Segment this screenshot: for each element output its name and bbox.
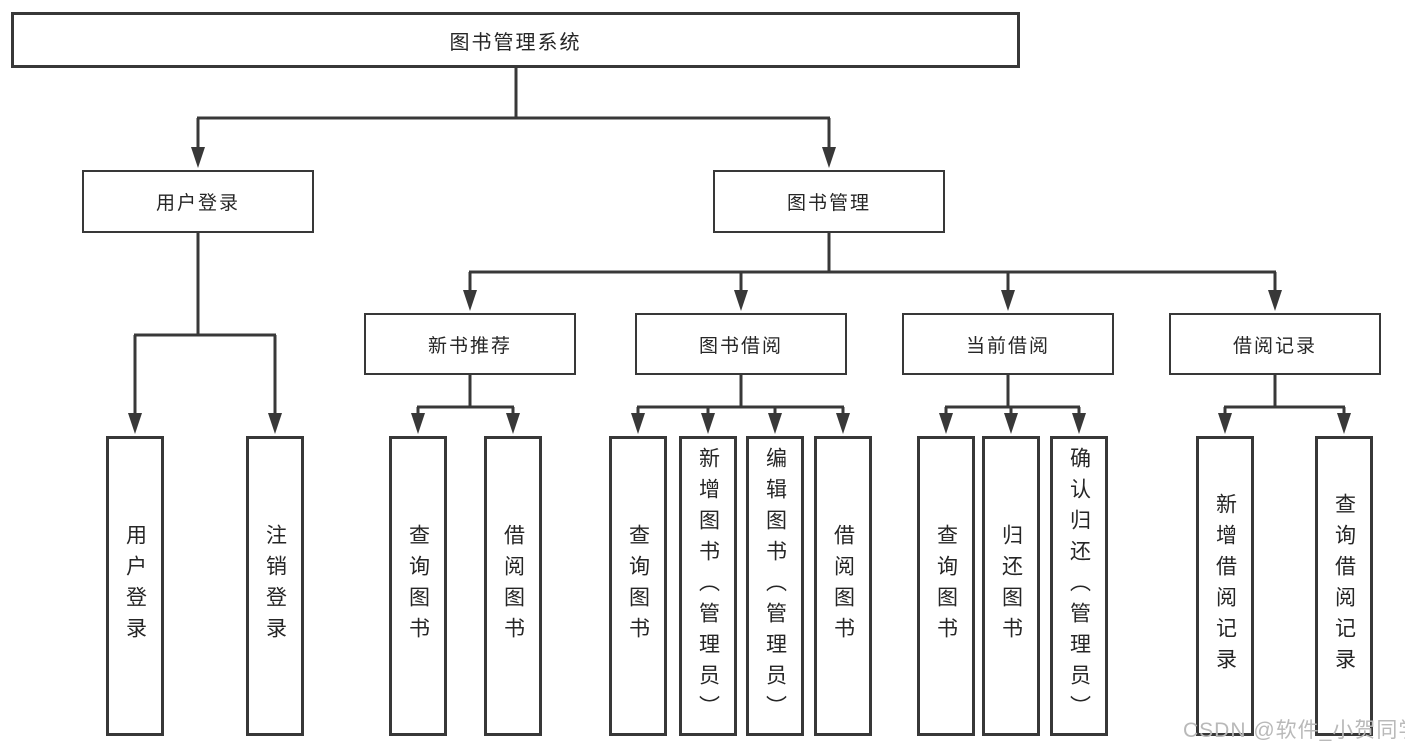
arrowhead-icon <box>1001 290 1015 311</box>
arrowhead-icon <box>1337 413 1351 434</box>
arrowhead-icon <box>836 413 850 434</box>
node-label: 用户登录 <box>155 193 240 214</box>
leaf-add-borrow-record: 新增借阅记录 <box>1196 436 1254 736</box>
node-label: 新增图书（管理员） <box>696 446 720 726</box>
arrowhead-icon <box>463 290 477 311</box>
node-current-borrowing: 当前借阅 <box>902 313 1114 375</box>
node-label: 新书推荐 <box>427 335 512 357</box>
node-label: 查询借阅记录 <box>1332 493 1356 679</box>
leaf-confirm-return-admin: 确认归还（管理员） <box>1050 436 1108 736</box>
node-label: 借阅图书 <box>831 524 855 648</box>
node-library-management-system: 图书管理系统 <box>11 12 1020 68</box>
arrowhead-icon <box>734 290 748 311</box>
leaf-query-books-recommend: 查询图书 <box>389 436 447 736</box>
arrowhead-icon <box>411 413 425 434</box>
leaf-query-books-current: 查询图书 <box>917 436 975 736</box>
arrowhead-icon <box>268 413 282 434</box>
arrowhead-icon <box>128 413 142 434</box>
node-label: 用户登录 <box>123 524 147 648</box>
leaf-borrow-books-borrowing: 借阅图书 <box>814 436 872 736</box>
arrowhead-icon <box>701 413 715 434</box>
node-label: 注销登录 <box>263 524 287 648</box>
node-label: 图书管理系统 <box>449 31 582 54</box>
leaf-query-borrow-record: 查询借阅记录 <box>1315 436 1373 736</box>
node-new-book-recommendation: 新书推荐 <box>364 313 576 375</box>
node-label: 当前借阅 <box>965 335 1050 357</box>
node-label: 查询图书 <box>406 524 430 648</box>
arrowhead-icon <box>1218 413 1232 434</box>
node-label: 确认归还（管理员） <box>1067 446 1091 726</box>
leaf-borrow-books-recommend: 借阅图书 <box>484 436 542 736</box>
node-book-management: 图书管理 <box>713 170 945 233</box>
node-label: 归还图书 <box>999 524 1023 648</box>
leaf-edit-book-admin: 编辑图书（管理员） <box>746 436 804 736</box>
node-label: 图书管理 <box>786 193 871 214</box>
node-label: 查询图书 <box>934 524 958 648</box>
node-label: 图书借阅 <box>698 335 783 357</box>
arrowhead-icon <box>506 413 520 434</box>
arrowhead-icon <box>191 147 205 168</box>
arrowhead-icon <box>1004 413 1018 434</box>
arrowhead-icon <box>768 413 782 434</box>
node-label: 借阅记录 <box>1232 335 1317 357</box>
node-label: 新增借阅记录 <box>1213 493 1237 679</box>
arrowhead-icon <box>1268 290 1282 311</box>
node-book-borrowing: 图书借阅 <box>635 313 847 375</box>
csdn-watermark: CSDN @软件_小贺同学 <box>1183 719 1405 742</box>
leaf-return-books: 归还图书 <box>982 436 1040 736</box>
leaf-logout: 注销登录 <box>246 436 304 736</box>
node-label: 借阅图书 <box>501 524 525 648</box>
node-borrowing-records: 借阅记录 <box>1169 313 1381 375</box>
node-user-login: 用户登录 <box>82 170 314 233</box>
leaf-add-book-admin: 新增图书（管理员） <box>679 436 737 736</box>
arrowhead-icon <box>1072 413 1086 434</box>
arrowhead-icon <box>939 413 953 434</box>
leaf-query-books-borrowing: 查询图书 <box>609 436 667 736</box>
leaf-user-login: 用户登录 <box>106 436 164 736</box>
node-label: 编辑图书（管理员） <box>763 446 787 726</box>
node-label: 查询图书 <box>626 524 650 648</box>
arrowhead-icon <box>822 147 836 168</box>
arrowhead-icon <box>631 413 645 434</box>
